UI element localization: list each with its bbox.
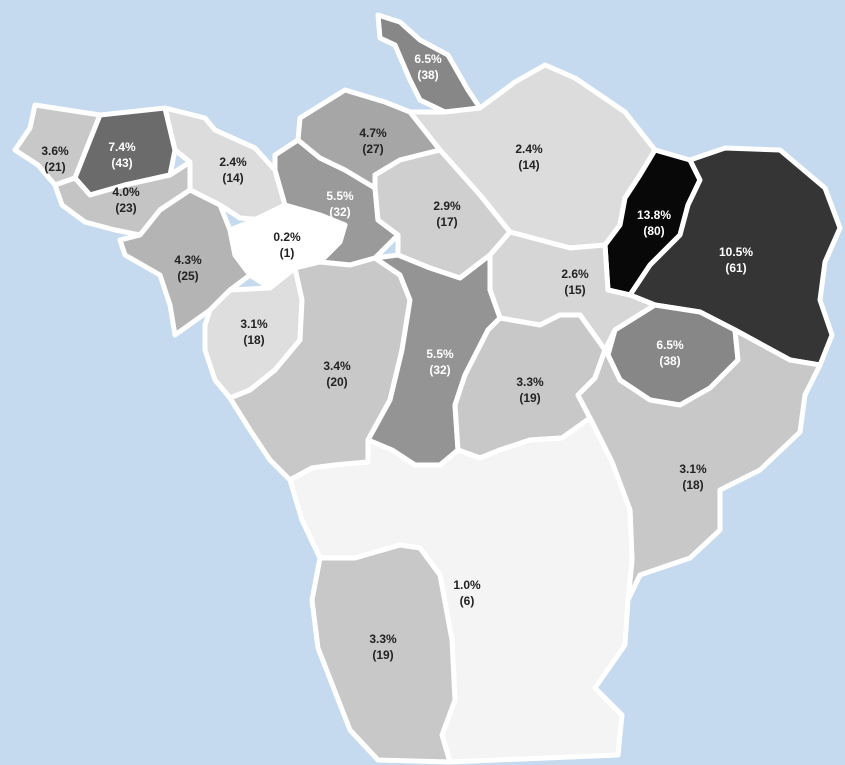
region-r09-percent: 6.5% — [414, 52, 442, 66]
region-r11-percent: 2.9% — [433, 199, 461, 213]
region-r02-count: (43) — [111, 156, 132, 170]
region-r01-percent: 3.6% — [41, 144, 69, 158]
region-r12-count: (80) — [643, 224, 664, 238]
region-r06-count: (1) — [280, 246, 295, 260]
region-r13-percent: 10.5% — [719, 245, 753, 259]
region-r03-percent: 4.0% — [112, 185, 140, 199]
region-r07-count: (32) — [329, 205, 350, 219]
region-r20-count: (18) — [682, 478, 703, 492]
region-r22-shape — [309, 542, 458, 765]
region-r02-percent: 7.4% — [108, 140, 136, 154]
region-r15-percent: 3.1% — [240, 317, 268, 331]
region-r08-percent: 4.7% — [359, 126, 387, 140]
region-r05-count: (25) — [177, 269, 198, 283]
region-r12-percent: 13.8% — [637, 208, 671, 222]
region-r17-percent: 5.5% — [426, 347, 454, 361]
region-r11-count: (17) — [436, 215, 457, 229]
region-r01-count: (21) — [44, 160, 65, 174]
region-r04-count: (14) — [222, 171, 243, 185]
region-r14-percent: 2.6% — [561, 267, 589, 281]
region-r08-count: (27) — [362, 142, 383, 156]
region-r04-percent: 2.4% — [219, 155, 247, 169]
region-r06-percent: 0.2% — [273, 230, 301, 244]
region-r10-count: (14) — [518, 158, 539, 172]
region-r09-count: (38) — [417, 68, 438, 82]
region-r21-count: (6) — [460, 594, 475, 608]
region-r16-percent: 3.4% — [323, 359, 351, 373]
region-r22-count: (19) — [372, 648, 393, 662]
region-r22-percent: 3.3% — [369, 632, 397, 646]
region-r21-percent: 1.0% — [453, 578, 481, 592]
region-r18-count: (19) — [519, 391, 540, 405]
region-r14-count: (15) — [564, 283, 585, 297]
region-r16-count: (20) — [326, 375, 347, 389]
region-r17-count: (32) — [429, 363, 450, 377]
region-r19-percent: 6.5% — [656, 338, 684, 352]
region-r15-count: (18) — [243, 333, 264, 347]
region-r10-percent: 2.4% — [515, 142, 543, 156]
region-r13-count: (61) — [725, 261, 746, 275]
region-r05-percent: 4.3% — [174, 253, 202, 267]
region-r22[interactable] — [309, 542, 458, 765]
region-r07-percent: 5.5% — [326, 189, 354, 203]
region-r18-percent: 3.3% — [516, 375, 544, 389]
region-r03-count: (23) — [115, 201, 136, 215]
region-r20-percent: 3.1% — [679, 462, 707, 476]
region-r19-count: (38) — [659, 354, 680, 368]
